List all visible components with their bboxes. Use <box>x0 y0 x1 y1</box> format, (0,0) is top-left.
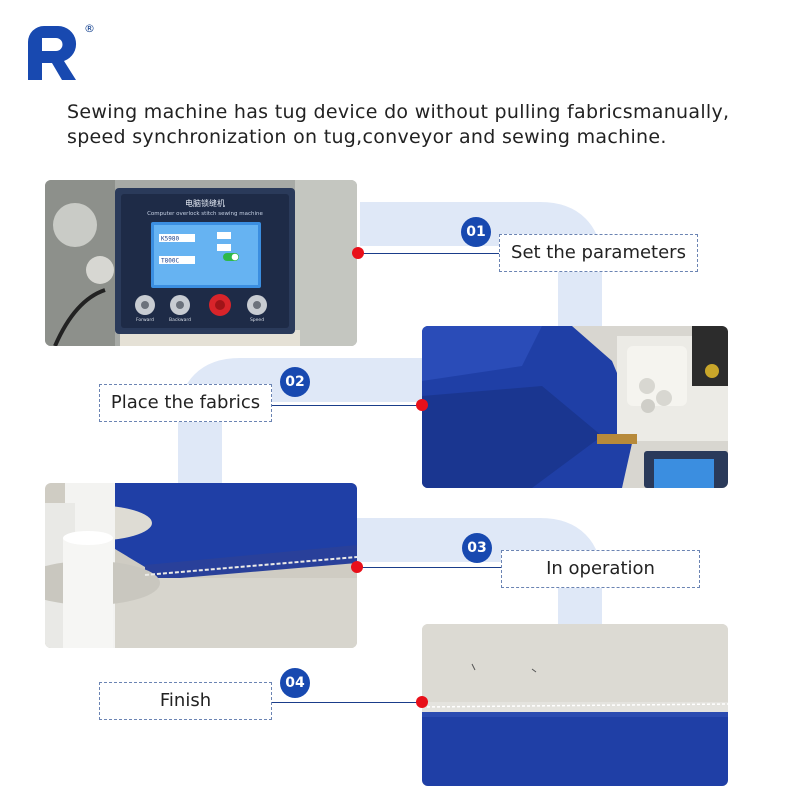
panel-backward-label: Backward <box>169 317 191 323</box>
connector-line-2 <box>272 405 422 406</box>
connector-line-4 <box>272 702 422 703</box>
marker-dot-3 <box>351 561 363 573</box>
connector-line-3 <box>357 567 501 568</box>
place-fabric-photo <box>422 326 728 488</box>
control-panel-photo: 电脑锁缝机 Computer overlock stitch sewing ma… <box>45 180 357 346</box>
panel-forward-label: Forward <box>136 317 154 323</box>
headline-line-1: Sewing machine has tug device do without… <box>67 101 730 123</box>
panel-title-en: Computer overlock stitch sewing machine <box>147 211 263 217</box>
step-badge-3: 03 <box>462 533 492 563</box>
brand-logo-icon <box>28 25 77 80</box>
registered-mark: ® <box>84 22 95 35</box>
in-operation-photo <box>45 483 357 648</box>
headline: Sewing machine has tug device do without… <box>67 100 787 150</box>
step-label-in-operation: In operation <box>501 550 700 588</box>
marker-dot-4 <box>416 696 428 708</box>
step-label-set-parameters: Set the parameters <box>499 234 698 272</box>
step-badge-4: 04 <box>280 668 310 698</box>
finished-seam-photo <box>422 624 728 786</box>
panel-readout-1: K5980 <box>161 236 179 243</box>
step-badge-2: 02 <box>280 367 310 397</box>
marker-dot-1 <box>352 247 364 259</box>
step-label-finish: Finish <box>99 682 272 720</box>
panel-readout-2: T800C <box>161 258 179 265</box>
headline-line-2: speed synchronization on tug,conveyor an… <box>67 126 667 148</box>
panel-title-cn: 电脑锁缝机 <box>185 198 225 208</box>
connector-line-1 <box>358 253 499 254</box>
step-label-place-fabrics: Place the fabrics <box>99 384 272 422</box>
panel-speed-label: Speed <box>250 317 264 323</box>
marker-dot-2 <box>416 399 428 411</box>
step-badge-1: 01 <box>461 217 491 247</box>
